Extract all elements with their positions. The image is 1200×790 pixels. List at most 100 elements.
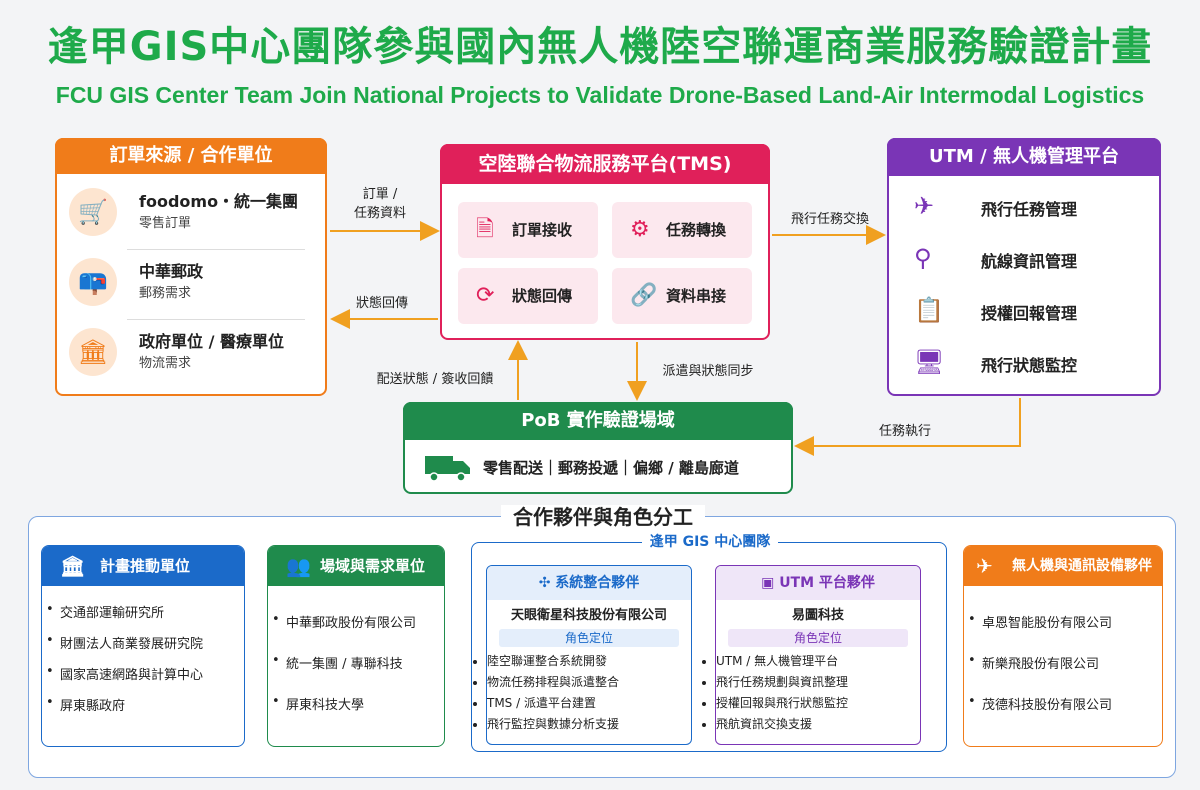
list-item: 屏東縣政府 (42, 695, 244, 714)
tms-cell-label: 任務轉換 (666, 221, 727, 239)
utm-title: UTM / 無人機管理平台 (887, 138, 1161, 176)
drone-icon: ✈ (976, 554, 993, 578)
tms-cell-order-receive: 🗎 訂單接收 (458, 202, 598, 258)
page-subtitle: FCU GIS Center Team Join National Projec… (55, 82, 1145, 108)
role-label: 角色定位 (728, 629, 908, 647)
utm-item-label: 航線資訊管理 (981, 252, 1078, 271)
cart-icon: 🛒 (69, 188, 117, 236)
list-item: 交通部運輸研究所 (42, 602, 244, 621)
utm-item-label: 飛行任務管理 (981, 200, 1078, 219)
order-item-name: 政府單位 / 醫療單位 (139, 332, 284, 351)
equipment-card: ✈ 無人機與通訊設備夥伴 卓恩智能股份有限公司 新樂飛股份有限公司 茂德科技股份… (963, 545, 1163, 747)
pob-field-box: PoB 實作驗證場域 零售配送｜郵務投遞｜偏鄉 / 離島廊道 (403, 402, 793, 494)
promoter-card-header: 🏛 計畫推動單位 (42, 546, 244, 586)
list-item: 中華郵政股份有限公司 (268, 612, 444, 631)
equipment-card-header: ✈ 無人機與通訊設備夥伴 (964, 546, 1162, 586)
flow-label-pob-to-tms: 配送狀態 / 簽收回饋 (376, 372, 494, 387)
drone-icon: ✈ (914, 192, 935, 220)
tms-cell-label: 資料串接 (666, 287, 727, 305)
list-item: 飛航資訊交換支援 (716, 714, 920, 735)
list-item: 統一集團 / 專聯科技 (268, 653, 444, 672)
list-item: 財團法人商業發展研究院 (42, 633, 244, 652)
utm-item-flight-task: ✈ 飛行任務管理 (909, 188, 1149, 228)
list-item: 茂德科技股份有限公司 (964, 694, 1162, 713)
government-icon: 🏛 (69, 328, 117, 376)
tms-cell-status-return: ⟳ 狀態回傳 (458, 268, 598, 324)
order-item-name: foodomo・統一集團 (139, 192, 299, 211)
utm-item-label: 授權回報管理 (981, 304, 1078, 323)
people-icon: 👥 (286, 554, 311, 578)
utm-platform-box: UTM / 無人機管理平台 ✈ 飛行任務管理 ⚲ 航線資訊管理 📋 授權回報管理… (887, 138, 1161, 396)
utm-partner-header: ▣ UTM 平台夥伴 (716, 566, 920, 600)
list-item: UTM / 無人機管理平台 (716, 651, 920, 672)
utm-item-label: 飛行狀態監控 (981, 356, 1078, 375)
tms-title: 空陸聯合物流服務平台(TMS) (440, 144, 770, 184)
order-item-name: 中華郵政 (139, 262, 204, 281)
truck-icon (425, 456, 470, 482)
route-icon: ⚲ (914, 244, 932, 272)
utm-item-route: ⚲ 航線資訊管理 (909, 240, 1149, 280)
tms-cell-label: 狀態回傳 (512, 287, 573, 305)
list-item: 新樂飛股份有限公司 (964, 653, 1162, 672)
promoter-card: 🏛 計畫推動單位 交通部運輸研究所 財團法人商業發展研究院 國家高速網路與計算中… (41, 545, 245, 747)
system-integration-card: ✣ 系統整合夥伴 天眼衛星科技股份有限公司 角色定位 陸空聯運整合系統開發 物流… (486, 565, 692, 745)
fcu-team-title-text: 逢甲 GIS 中心團隊 (641, 534, 779, 550)
partners-section: 合作夥伴與角色分工 🏛 計畫推動單位 交通部運輸研究所 財團法人商業發展研究院 … (28, 505, 1176, 778)
order-item-desc: 物流需求 (139, 356, 192, 371)
tms-cell-data-link: 🔗 資料串接 (612, 268, 752, 324)
refresh-icon: ⟳ (476, 283, 495, 308)
order-item-foodomo: 🛒 foodomo・統一集團 零售訂單 (69, 182, 314, 242)
pob-content: 零售配送｜郵務投遞｜偏鄉 / 離島廊道 (483, 459, 739, 477)
role-label: 角色定位 (499, 629, 679, 647)
system-integration-title: 系統整合夥伴 (555, 575, 640, 591)
flow-label-tms-to-utm: 飛行任務交換 (790, 212, 869, 227)
order-item-post: 📪 中華郵政 郵務需求 (69, 252, 314, 312)
list-item: 國家高速網路與計算中心 (42, 664, 244, 683)
list-item: 授權回報與飛行狀態監控 (716, 693, 920, 714)
divider (127, 249, 305, 250)
fcu-team-title: 逢甲 GIS 中心團隊 (472, 531, 948, 551)
arrow-utm-to-pob (794, 398, 1021, 456)
flow-label-utm-to-pob: 任務執行 (878, 424, 931, 439)
order-item-desc: 郵務需求 (139, 286, 192, 301)
order-source-box: 訂單來源 / 合作單位 🛒 foodomo・統一集團 零售訂單 📪 中華郵政 郵… (55, 138, 327, 396)
page-title: 逢甲GIS中心團隊參與國內無人機陸空聯運商業服務驗證計畫 (47, 24, 1153, 70)
order-item-government: 🏛 政府單位 / 醫療單位 物流需求 (69, 322, 314, 382)
fcu-team-group: 逢甲 GIS 中心團隊 ✣ 系統整合夥伴 天眼衛星科技股份有限公司 角色定位 陸… (471, 534, 947, 752)
list-item: 物流任務排程與派遣整合 (487, 672, 691, 693)
list-item: TMS / 派遣平台建置 (487, 693, 691, 714)
pob-title: PoB 實作驗證場域 (403, 402, 793, 440)
divider (127, 319, 305, 320)
field-card-header: 👥 場域與需求單位 (268, 546, 444, 586)
system-integration-header: ✣ 系統整合夥伴 (487, 566, 691, 600)
list-item: 飛行任務規劃與資訊整理 (716, 672, 920, 693)
field-card-title: 場域與需求單位 (320, 557, 426, 575)
list-item: 飛行監控與數據分析支援 (487, 714, 691, 735)
list-item: 陸空聯運整合系統開發 (487, 651, 691, 672)
utm-partner-title: UTM 平台夥伴 (779, 575, 875, 591)
utm-item-authorization: 📋 授權回報管理 (909, 292, 1149, 332)
equipment-card-title: 無人機與通訊設備夥伴 (1012, 558, 1152, 574)
company-name: 天眼衛星科技股份有限公司 (510, 608, 667, 623)
gear-icon: ⚙ (630, 217, 650, 242)
order-item-desc: 零售訂單 (139, 216, 192, 231)
link-icon: 🔗 (630, 283, 658, 308)
utm-item-monitor: 🖥 飛行狀態監控 (909, 344, 1149, 384)
partners-title: 合作夥伴與角色分工 (29, 501, 1177, 530)
order-source-title: 訂單來源 / 合作單位 (55, 138, 327, 174)
puzzle-icon: ✣ (538, 575, 551, 591)
flow-label-tms-to-pob: 派遣與狀態同步 (662, 364, 754, 379)
flow-label-tms-to-order: 狀態回傳 (355, 296, 408, 311)
list-item: 屏東科技大學 (268, 694, 444, 713)
partners-title-text: 合作夥伴與角色分工 (501, 505, 705, 529)
tms-platform-box: 空陸聯合物流服務平台(TMS) 🗎 訂單接收 ⚙ 任務轉換 ⟳ 狀態回傳 🔗 資… (440, 144, 770, 340)
field-card: 👥 場域與需求單位 中華郵政股份有限公司 統一集團 / 專聯科技 屏東科技大學 (267, 545, 445, 747)
document-icon: 🗎 (476, 217, 494, 242)
list-item: 卓恩智能股份有限公司 (964, 612, 1162, 631)
tms-cell-label: 訂單接收 (512, 221, 573, 239)
building-icon: 🏛 (60, 554, 86, 578)
drone-screen-icon: ▣ (761, 575, 775, 591)
clipboard-icon: 📋 (914, 296, 944, 324)
company-name: 易圖科技 (791, 608, 844, 623)
